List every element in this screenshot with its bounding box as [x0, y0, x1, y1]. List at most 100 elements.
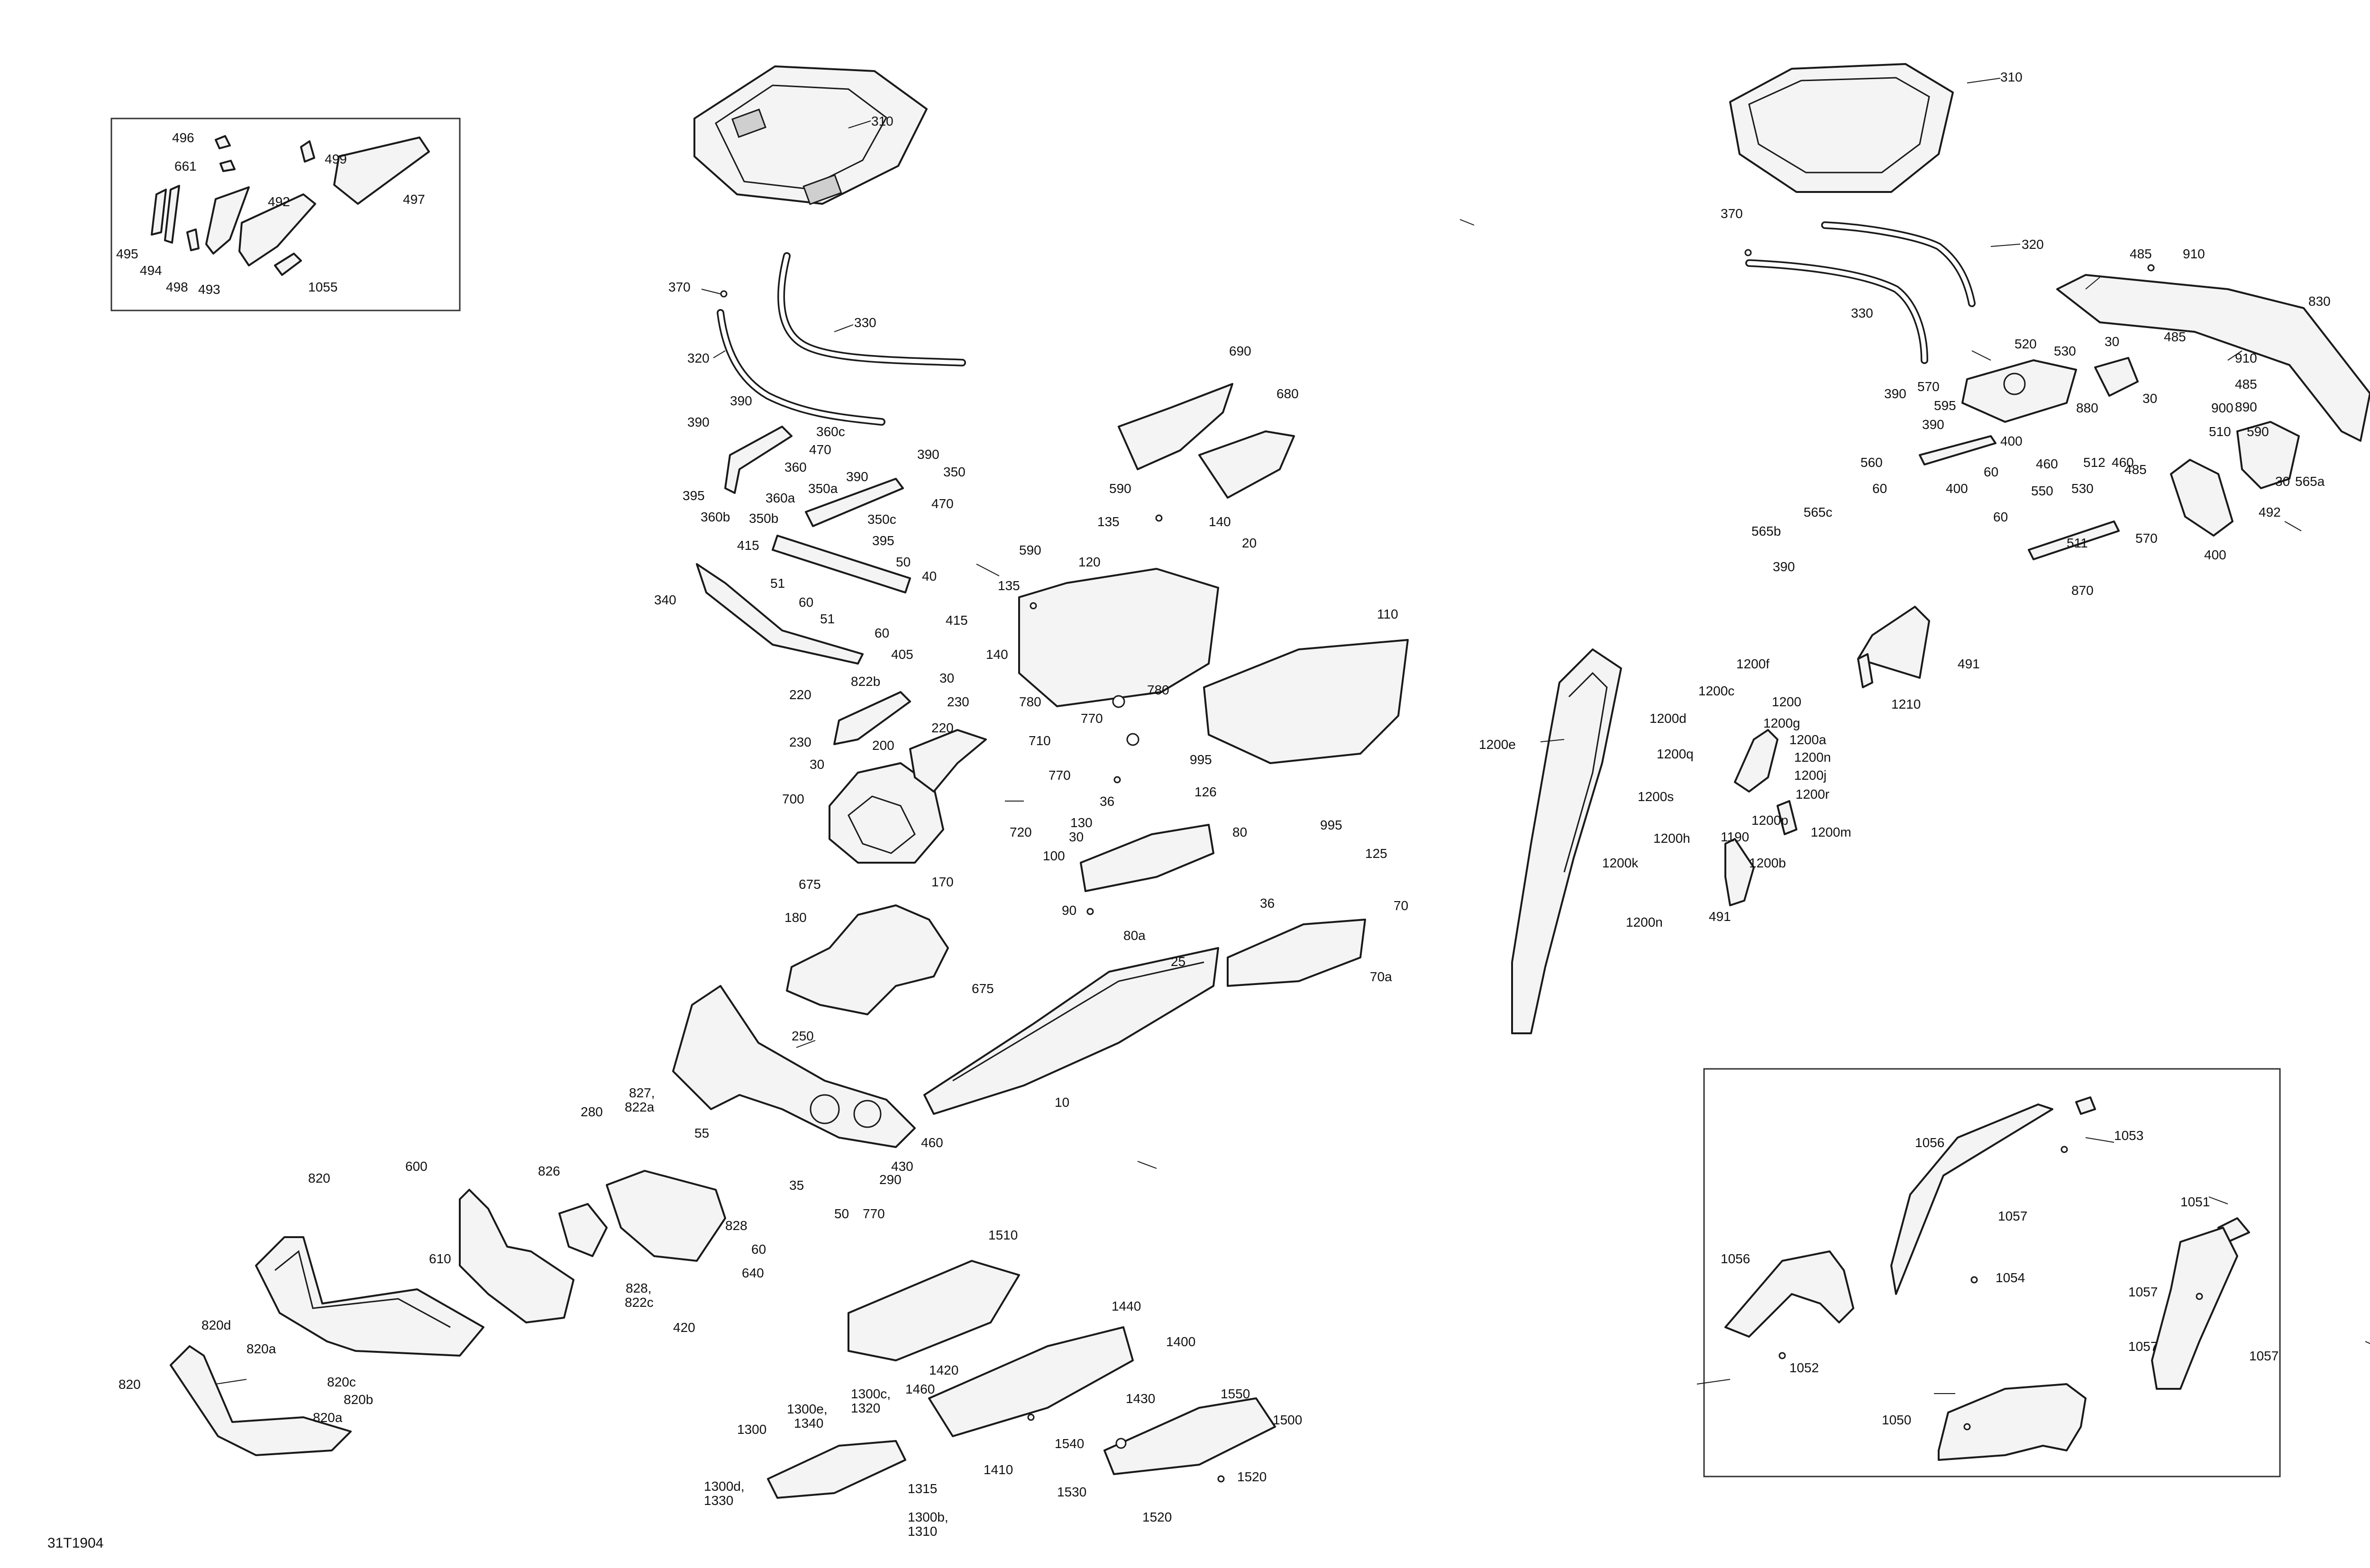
callout-label: 820d: [201, 1318, 231, 1332]
inset-fender-kit: [1703, 1068, 2281, 1477]
callout-label: 10: [1055, 1095, 1069, 1110]
callout-labels: 310 370 330 320 390 360c 390 470 360 390…: [116, 70, 2331, 1539]
callout-label: 370: [668, 280, 691, 294]
callout-label: 420: [673, 1320, 695, 1335]
callout-label: 360: [784, 460, 807, 474]
callout-label: 496: [172, 130, 194, 145]
callout-label: 565c: [1804, 505, 1832, 520]
callout-label: 60: [1993, 510, 2008, 524]
callout-label: 25: [1171, 954, 1185, 969]
callout-label: 30: [939, 671, 954, 685]
callout-label: 640: [742, 1266, 764, 1280]
callout-label: 1054: [1996, 1270, 2025, 1285]
callout-label: 170: [931, 875, 954, 889]
callout-label: 1330: [704, 1493, 733, 1508]
callout-label: 1410: [984, 1462, 1013, 1477]
callout-label: 1440: [1112, 1299, 1141, 1313]
callout-label: 36: [1260, 896, 1275, 911]
callout-label: 30: [2105, 334, 2119, 349]
callout-label: 1052: [1789, 1360, 1819, 1375]
callout-label: 1057: [2128, 1285, 2158, 1299]
callout-label: 360c: [816, 424, 845, 439]
callout-label: 600: [405, 1159, 428, 1174]
callout-label: 1200k: [1602, 856, 1639, 870]
callout-label: 135: [998, 578, 1020, 593]
callout-label: 1510: [988, 1228, 1018, 1242]
callout-label: 1051: [2180, 1194, 2210, 1209]
callout-label: 470: [931, 496, 954, 511]
callout-label: 460: [2036, 456, 2058, 471]
callout-label: 820: [308, 1171, 330, 1185]
callout-label: 180: [784, 910, 807, 925]
callout-label: 661: [174, 159, 197, 173]
callout-label: 1530: [1057, 1485, 1086, 1499]
callout-label: 126: [1194, 784, 1217, 799]
callout-label: 512: [2083, 455, 2106, 470]
callout-label: 910: [2235, 351, 2257, 365]
callout-label: 230: [789, 735, 811, 749]
callout-label: 590: [1019, 543, 1041, 557]
callout-label: 690: [1229, 344, 1251, 358]
callout-label: 485: [2164, 329, 2186, 344]
right-assembly-parts: [1511, 63, 2370, 1034]
callout-label: 1210: [1891, 697, 1921, 711]
callout-label: 390: [846, 469, 868, 484]
callout-label: 350b: [749, 511, 778, 526]
callout-label: 370: [1721, 206, 1743, 221]
callout-label: 70a: [1370, 969, 1392, 984]
callout-label: 60: [1984, 465, 1998, 479]
callout-label: 1420: [929, 1363, 958, 1377]
callout-label: 1550: [1221, 1386, 1250, 1401]
callout-label: 35: [789, 1178, 804, 1193]
callout-label: 700: [782, 792, 804, 806]
callout-label: 1053: [2114, 1128, 2143, 1143]
callout-label: 820c: [327, 1375, 356, 1389]
callout-label: 1340: [794, 1416, 823, 1431]
callout-label: 1057: [2128, 1339, 2158, 1354]
callout-label: 90: [1062, 903, 1076, 918]
callout-label: 360a: [766, 491, 795, 505]
callout-label: 770: [863, 1206, 885, 1221]
callout-label: 1520: [1237, 1469, 1267, 1484]
callout-label: 492: [268, 194, 290, 209]
callout-label: 1320: [851, 1401, 880, 1415]
callout-label: 560: [1860, 455, 1883, 470]
callout-label: 1200d: [1650, 711, 1686, 726]
callout-label: 1200q: [1657, 747, 1694, 761]
callout-label: 495: [116, 246, 138, 261]
callout-label: 565b: [1751, 524, 1781, 538]
callout-label: 415: [737, 538, 759, 553]
callout-label: 400: [2204, 547, 2226, 562]
callout-label: 415: [946, 613, 968, 628]
callout-label: 492: [2259, 505, 2281, 520]
callout-label: 1430: [1126, 1391, 1155, 1406]
callout-label: 320: [687, 351, 710, 365]
callout-label: 430: [891, 1159, 913, 1174]
callout-label: 780: [1019, 694, 1041, 709]
callout-label: 1300c,: [851, 1386, 891, 1401]
callout-label: 830: [2308, 294, 2331, 309]
callout-label: 995: [1190, 752, 1212, 767]
callout-label: 1310: [908, 1524, 937, 1539]
callout-label: 1520: [1142, 1510, 1172, 1524]
callout-label: 828,: [626, 1281, 652, 1295]
callout-label: 1200p: [1751, 813, 1788, 828]
callout-label: 1200r: [1796, 787, 1830, 802]
callout-label: 595: [1934, 398, 1956, 413]
callout-label: 820: [118, 1377, 141, 1392]
callout-label: 405: [891, 647, 913, 662]
callout-label: 350c: [867, 512, 896, 527]
callout-label: 510: [2209, 424, 2231, 439]
callout-label: 30: [2275, 474, 2290, 489]
callout-label: 1400: [1166, 1334, 1195, 1349]
callout-label: 330: [1851, 306, 1873, 320]
callout-label: 320: [2022, 237, 2044, 252]
callout-label: 60: [799, 595, 813, 610]
callout-label: 390: [1922, 417, 1944, 432]
callout-label: 770: [1048, 768, 1071, 783]
hardware: [720, 249, 2203, 1483]
callout-label: 1460: [905, 1382, 935, 1396]
callout-label: 1315: [908, 1481, 937, 1496]
callout-label: 826: [538, 1164, 560, 1178]
callout-label: 1056: [1721, 1251, 1750, 1266]
